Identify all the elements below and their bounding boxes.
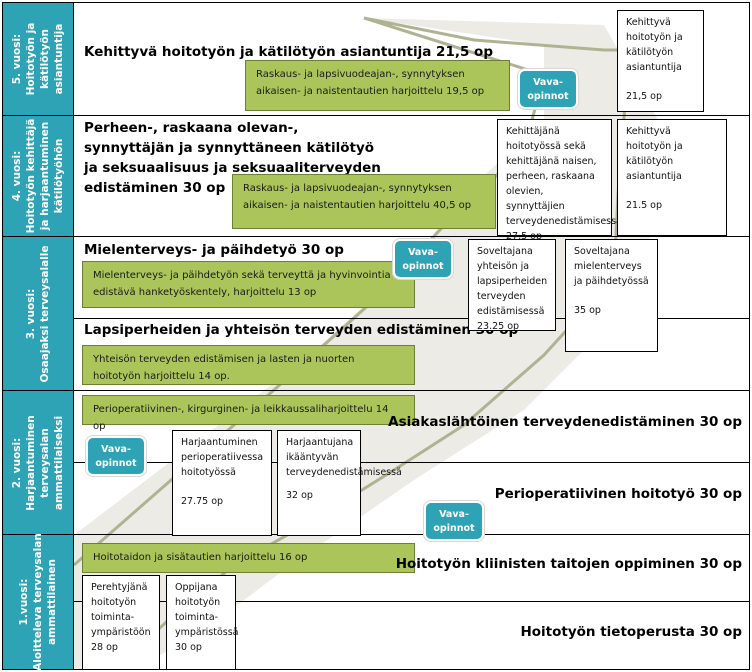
competence-box-year1-orientation: Perehtyjänä hoitotyön toiminta-ympäristö… (82, 575, 160, 670)
competence-box-year2-elderly: Harjaantujana ikääntyvän terveydenedistä… (277, 430, 402, 536)
semester-title-year2-perioperative: Perioperatiivinen hoitotyö 30 op (494, 486, 742, 502)
divider-year3-year2 (74, 390, 750, 391)
semester-title-year1-knowledge-base: Hoitotyön tietoperusta 30 op (520, 624, 742, 640)
year-4-column: 4. vuosi: Hoitotyön kehittäjä ja harjaan… (2, 115, 74, 237)
practice-box-year4: Raskaus- ja lapsivuodeajan-, synnytyksen… (232, 174, 496, 229)
year-5-label: 5. vuosi: Hoitotyön ja kätilötyön asiant… (11, 22, 65, 96)
competence-box-year4-expert: Kehittyvä hoitotyön ja kätilötyön asiant… (617, 119, 727, 236)
divider-semester-3a-3b (74, 318, 750, 319)
divider-year5-year4 (74, 115, 750, 116)
competence-box-year2-perioperative: Harjaantuminen perioperatiivessa hoitoty… (172, 430, 272, 536)
competence-box-year5: Kehittyvä hoitotyön ja kätilötyön asiant… (617, 10, 704, 112)
year-3-label: 3. vuosi: Osaajaksi terveysalalle (25, 245, 51, 382)
semester-title-year4: Perheen-, raskaana olevan-, synnyttäjän … (84, 120, 381, 196)
divider-semester-1a-1b (74, 601, 750, 602)
practice-box-year1: Hoitotaidon ja sisätautien harjoittelu 1… (82, 543, 415, 573)
year-5-column: 5. vuosi: Hoitotyön ja kätilötyön asiant… (2, 2, 74, 116)
year-4-label: 4. vuosi: Hoitotyön kehittäjä ja harjaan… (11, 118, 65, 234)
year-1-column: 1.vuosi: Aloitteleva terveysalan ammatti… (2, 533, 74, 671)
divider-year2-year1 (74, 534, 750, 535)
vava-studies-badge-year1[interactable]: Vava- opinnot (424, 501, 484, 541)
vava-studies-badge-year3[interactable]: Vava- opinnot (393, 239, 453, 279)
year-3-column: 3. vuosi: Osaajaksi terveysalalle (2, 236, 74, 391)
year-1-label: 1.vuosi: Aloitteleva terveysalan ammatti… (18, 533, 58, 671)
divider-semester-2a-2b (74, 462, 750, 463)
competence-box-year4-developer: Kehittäjänä hoitotyössä sekä kehittäjänä… (497, 119, 622, 242)
competence-box-year3-mental-health: Soveltajana mielenterveys ja päihdetyöss… (565, 239, 658, 352)
semester-title-year3-family: Lapsiperheiden ja yhteisön terveyden edi… (84, 322, 519, 338)
year-2-label: 2. vuosi: Harjaantuminen terveysalan amm… (11, 414, 65, 511)
vava-studies-badge-year5[interactable]: Vava- opinnot (518, 69, 578, 109)
vava-studies-badge-year2[interactable]: Vava- opinnot (86, 436, 146, 476)
practice-box-year3-family: Yhteisön terveyden edistämisen ja lasten… (82, 345, 415, 385)
competence-box-year3-community: Soveltajana yhteisön ja lapsiperheiden t… (468, 239, 556, 332)
divider-year4-year3 (74, 236, 750, 237)
semester-title-year1-clinical: Hoitotyön kliinisten taitojen oppiminen … (395, 556, 742, 572)
semester-title-year5: Kehittyvä hoitotyön ja kätilötyön asiant… (84, 44, 493, 60)
semester-title-year3-mental-health: Mielenterveys- ja päihdetyö 30 op (84, 242, 344, 258)
year-2-column: 2. vuosi: Harjaantuminen terveysalan amm… (2, 390, 74, 535)
competence-box-year1-learner: Oppijana hoitotyön toiminta-ympäristössä… (166, 575, 238, 670)
semester-title-year2-client: Asiakaslähtöinen terveydenedistäminen 30… (388, 414, 742, 430)
practice-box-year2: Perioperatiivinen-, kirgurginen- ja leik… (82, 395, 415, 432)
practice-box-year5: Raskaus- ja lapsivuodeajan-, synnytyksen… (245, 60, 510, 111)
practice-box-year3-mental-health: Mielenterveys- ja päihdetyön sekä tervey… (82, 261, 415, 308)
